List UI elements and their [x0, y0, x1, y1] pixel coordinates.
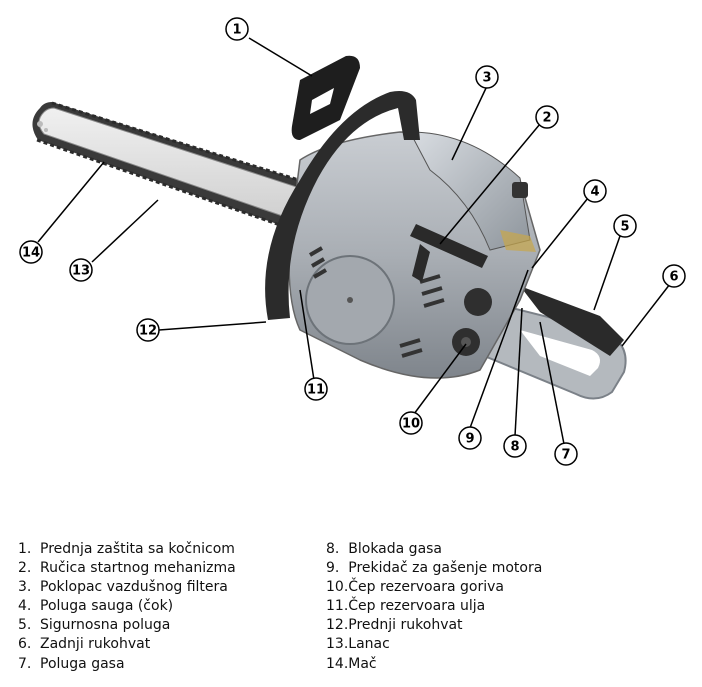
callout-2: 2 [535, 105, 559, 129]
leader-lines [37, 37, 671, 445]
legend-right-column: 8. Blokada gasa 9. Prekidač za gašenje m… [326, 540, 542, 674]
svg-text:12: 12 [139, 324, 157, 339]
svg-text:10: 10 [402, 417, 420, 432]
callout-5: 5 [613, 214, 637, 238]
legend-left-column: 1.Prednja zaštita sa kočnicom 2.Ručica s… [18, 540, 236, 674]
chain-brake-guard [291, 55, 360, 140]
legend-item-6: 6.Zadnji rukohvat [18, 636, 151, 653]
legend-item-8: 8. Blokada gasa [326, 541, 443, 557]
callout-14: 14 [19, 240, 43, 264]
legend-item-7: 7.Poluga gasa [18, 655, 125, 672]
legend-item-2: 2.Ručica startnog mehanizma [18, 560, 236, 577]
front-handle [265, 91, 420, 320]
callout-9: 9 [458, 426, 482, 450]
callout-1: 1 [225, 17, 249, 41]
svg-text:7: 7 [561, 448, 570, 463]
chain [36, 101, 319, 234]
legend-item-1: 1.Prednja zaštita sa kočnicom [18, 541, 235, 557]
svg-text:9: 9 [465, 432, 474, 447]
callout-12: 12 [136, 318, 160, 342]
legend-item-3: 3.Poklopac vazdušnog filtera [18, 579, 228, 596]
svg-text:14: 14 [22, 246, 40, 261]
engine-body [288, 131, 541, 379]
callout-13: 13 [69, 258, 93, 282]
svg-text:5: 5 [620, 220, 629, 235]
rear-handle [468, 286, 627, 400]
legend-item-4: 4.Poluga sauga (čok) [18, 598, 174, 615]
svg-text:1: 1 [232, 23, 241, 38]
legend-item-14: 14.Mač [326, 655, 377, 672]
chainsaw-diagram: 1 2 3 4 5 6 7 8 9 10 11 12 13 14 [19, 17, 686, 466]
legend-item-11: 11.Čep rezervoara ulja [326, 598, 486, 615]
callout-8: 8 [503, 434, 527, 458]
legend-item-10: 10.Čep rezervoara goriva [326, 579, 504, 596]
legend-item-12: 12.Prednji rukohvat [326, 617, 463, 634]
legend-item-9: 9. Prekidač za gašenje motora [326, 560, 543, 577]
callout-7: 7 [554, 442, 578, 466]
svg-text:2: 2 [542, 111, 551, 126]
legend-item-5: 5.Sigurnosna poluga [18, 617, 171, 634]
callout-11: 11 [304, 377, 328, 401]
svg-text:13: 13 [72, 264, 90, 279]
guide-bar [32, 101, 319, 234]
callout-10: 10 [399, 411, 423, 435]
svg-text:11: 11 [307, 383, 325, 398]
svg-text:4: 4 [590, 185, 599, 200]
svg-text:3: 3 [482, 71, 491, 86]
callout-3: 3 [475, 65, 499, 89]
svg-text:8: 8 [510, 440, 519, 455]
svg-text:6: 6 [669, 270, 678, 285]
callout-6: 6 [662, 264, 686, 288]
legend-item-13: 13.Lanac [326, 636, 390, 653]
starter-handle [410, 224, 488, 282]
callout-4: 4 [583, 179, 607, 203]
